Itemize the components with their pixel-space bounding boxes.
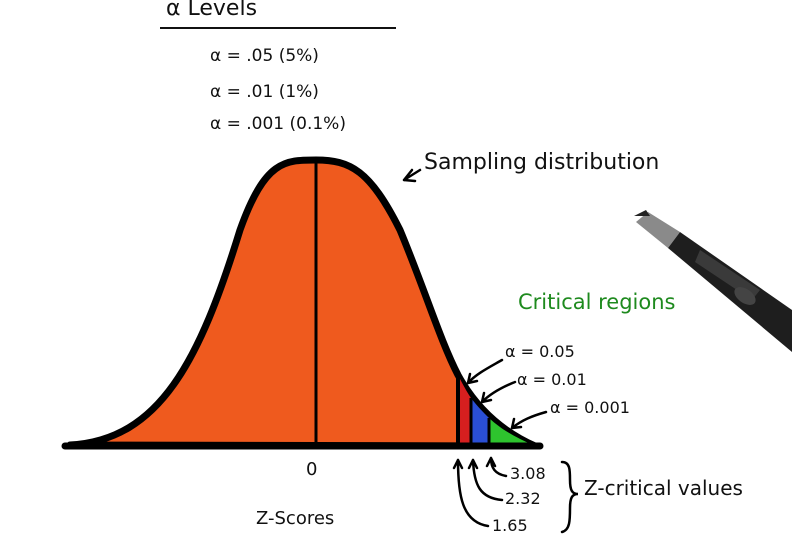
critical-region-001 <box>489 418 535 446</box>
arrow-alpha-01 <box>480 380 517 404</box>
critical-region-01 <box>471 398 489 445</box>
critical-region-05 <box>458 375 471 445</box>
header-title: α Levels <box>166 0 258 21</box>
critical-alpha-05-label: α = 0.05 <box>505 342 575 361</box>
zero-tick-label: 0 <box>306 459 318 480</box>
z-critical-232: 2.32 <box>505 489 541 508</box>
critical-alpha-001-label: α = 0.001 <box>550 398 630 417</box>
z-scores-axis-label: Z-Scores <box>256 508 335 529</box>
critical-regions-label: Critical regions <box>518 290 676 314</box>
z-critical-values-label: Z-critical values <box>584 476 743 500</box>
sampling-distribution-label: Sampling distribution <box>424 150 660 175</box>
header-underline <box>160 27 396 29</box>
arrow-alpha-001 <box>510 410 548 430</box>
z-critical-brace <box>560 460 579 534</box>
pen-icon <box>634 210 792 352</box>
z-critical-165: 1.65 <box>492 516 528 535</box>
sampling-arrow <box>402 168 422 183</box>
arrow-z-308 <box>485 456 508 478</box>
arrow-z-232 <box>467 458 504 502</box>
alpha-level-05: α = .05 (5%) <box>210 46 319 66</box>
alpha-level-01: α = .01 (1%) <box>210 82 319 102</box>
critical-alpha-01-label: α = 0.01 <box>517 370 587 389</box>
z-critical-308: 3.08 <box>510 464 546 483</box>
alpha-level-001: α = .001 (0.1%) <box>210 114 346 134</box>
arrow-z-165 <box>452 458 490 528</box>
arrow-alpha-05 <box>466 358 504 385</box>
